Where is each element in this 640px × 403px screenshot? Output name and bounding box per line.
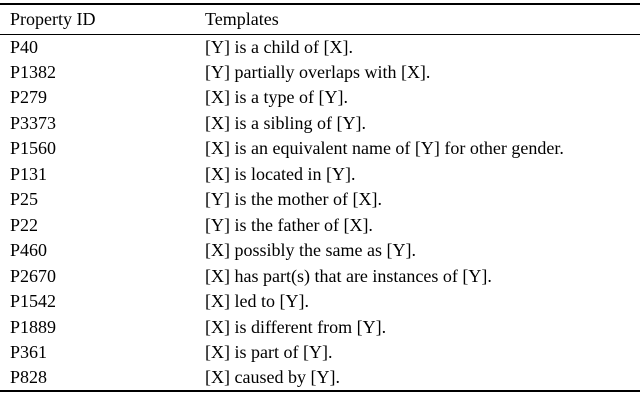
property-id-cell: P828 [10,367,48,388]
template-cell: [X] is different from [Y]. [205,316,387,337]
column-header-templates: Templates [205,4,640,35]
template-cell: [Y] is a child of [X]. [205,36,353,57]
property-id-cell: P1560 [10,138,57,159]
property-id-cell: P40 [10,36,39,57]
template-cell: [Y] is the father of [X]. [205,214,373,235]
template-cell: [X] is part of [Y]. [205,342,333,363]
table-row: P2670 [X] has part(s) that are instances… [0,264,640,290]
table-row: P3373 [X] is a sibling of [Y]. [0,111,640,137]
property-id-cell: P25 [10,189,39,210]
property-id-cell: P3373 [10,112,57,133]
table-row: P25 [Y] is the mother of [X]. [0,187,640,213]
table-row: P22 [Y] is the father of [X]. [0,213,640,239]
header-row: Property ID Templates [0,4,640,35]
template-cell: [X] is an equivalent name of [Y] for oth… [205,138,564,159]
property-id-cell: P1889 [10,316,57,337]
template-cell: [X] is located in [Y]. [205,163,356,184]
property-id-cell: P1382 [10,61,57,82]
property-id-cell: P361 [10,342,48,363]
table-header: Property ID Templates [0,4,640,35]
property-id-cell: P279 [10,87,48,108]
template-cell: [Y] partially overlaps with [X]. [205,61,431,82]
table-row: P361 [X] is part of [Y]. [0,340,640,366]
property-id-cell: P2670 [10,265,57,286]
template-cell: [X] is a type of [Y]. [205,87,348,108]
table-body: P40 [Y] is a child of [X]. P1382 [Y] par… [0,34,640,391]
template-cell: [X] has part(s) that are instances of [Y… [205,265,492,286]
column-header-property-id: Property ID [0,4,205,35]
table-row: P40 [Y] is a child of [X]. [0,34,640,60]
table-row: P131 [X] is located in [Y]. [0,162,640,188]
table-row: P1889 [X] is different from [Y]. [0,315,640,341]
table-row: P279 [X] is a type of [Y]. [0,85,640,111]
template-cell: [Y] is the mother of [X]. [205,189,382,210]
table-row: P1542 [X] led to [Y]. [0,289,640,315]
property-id-cell: P22 [10,214,39,235]
property-id-cell: P131 [10,163,48,184]
template-cell: [X] is a sibling of [Y]. [205,112,366,133]
table-row: P1382 [Y] partially overlaps with [X]. [0,60,640,86]
property-id-cell: P1542 [10,291,57,312]
table-row: P1560 [X] is an equivalent name of [Y] f… [0,136,640,162]
table-row: P460 [X] possibly the same as [Y]. [0,238,640,264]
property-templates-table: Property ID Templates P40 [Y] is a child… [0,3,640,392]
property-id-cell: P460 [10,240,48,261]
template-cell: [X] led to [Y]. [205,291,309,312]
template-cell: [X] caused by [Y]. [205,367,340,388]
table-row: P828 [X] caused by [Y]. [0,366,640,392]
template-cell: [X] possibly the same as [Y]. [205,240,416,261]
